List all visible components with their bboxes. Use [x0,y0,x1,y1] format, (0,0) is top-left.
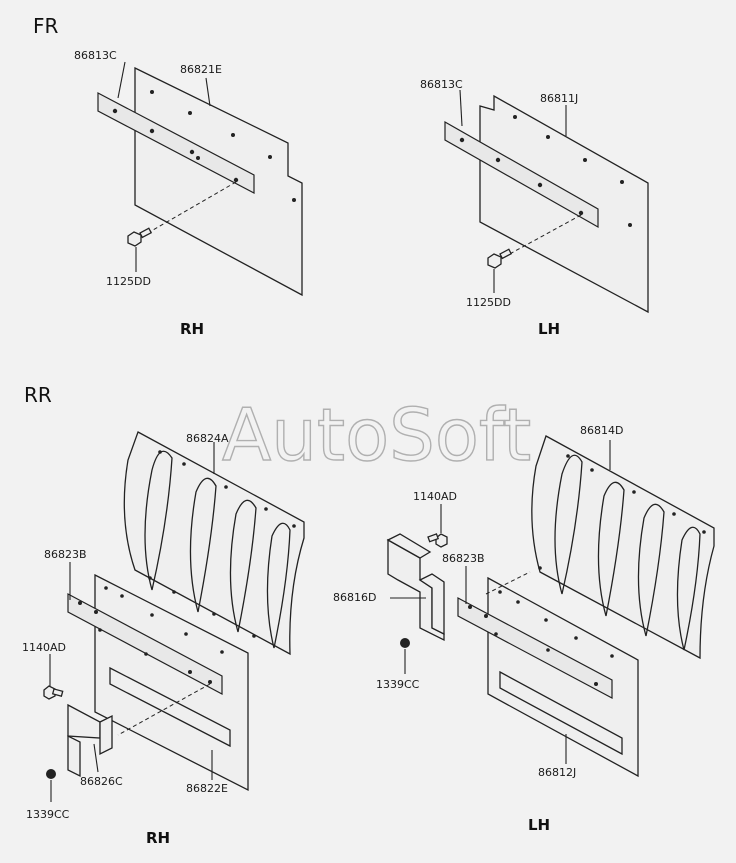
rr-lh-side-label: LH [528,816,550,834]
front-lh-assembly: 86813C 86811J 1125DD LH [420,78,649,338]
fr-rh-bolt-label: 1125DD [106,275,151,288]
rr-rh-mounting-strip [67,593,223,695]
fr-lh-strip-holes [459,137,584,216]
rr-rh-plate-label: 86822E [186,782,228,795]
fr-lh-side-label: LH [538,320,560,338]
rr-lh-nut-icon [400,638,410,648]
rr-rh-bracket-label: 86826C [80,775,123,788]
rr-lh-flap-ribs [554,454,701,651]
rr-lh-plate-label: 86812J [538,766,576,779]
fr-rh-strip-holes [112,108,239,183]
fr-rh-mud-flap [134,66,303,297]
fr-rh-flap-label: 86821E [180,63,222,76]
section-front-title: FR [33,14,59,38]
rr-lh-flap-holes [538,454,706,570]
rr-lh-bracket [386,533,445,642]
rr-rh-nut-icon [46,769,56,779]
rr-rh-strip-holes [78,601,212,684]
fr-lh-bolt-icon [487,248,513,269]
watermark: AutoSoft [222,393,531,477]
fr-lh-bolt-label: 1125DD [466,296,511,309]
rr-rh-flap-label: 86824A [186,432,229,445]
fr-lh-flap-holes [513,115,632,227]
rr-lh-plate-holes [494,590,614,658]
rr-lh-strip-label: 86823B [442,552,485,565]
rr-lh-bolt-label: 1140AD [413,490,457,503]
rr-rh-flap-holes [148,450,296,638]
rr-rh-plate-slot [109,666,231,748]
rr-lh-bolt-icon [427,533,448,548]
fr-lh-flap-label: 86811J [540,92,578,105]
rr-rh-nut-label: 1339CC [26,808,70,821]
rr-lh-mounting-strip [457,597,613,699]
rr-rh-bolt-label: 1140AD [22,641,66,654]
fr-rh-bolt-icon [127,227,153,247]
fr-lh-mounting-strip [444,120,599,229]
rr-lh-mud-flap [531,435,715,660]
fr-rh-strip-label: 86813C [74,49,117,62]
rr-lh-plate-slot [499,670,623,756]
rr-rh-bracket [67,703,113,778]
rr-rh-bolt-icon [43,685,64,700]
fr-rh-side-label: RH [180,320,204,338]
rear-lh-assembly: 86814D 1140AD 86823B 86816D 1339CC 86812… [333,424,715,834]
section-rear-title: RR [24,383,52,407]
rr-lh-flap-label: 86814D [580,424,623,437]
rr-lh-strip-holes [468,605,598,686]
rr-rh-strip-label: 86823B [44,548,87,561]
rr-rh-plate-holes [98,586,224,656]
rr-lh-nut-label: 1339CC [376,678,420,691]
rr-lh-bracket-label: 86816D [333,591,376,604]
fr-rh-mounting-strip [97,92,255,194]
fr-rh-flap-holes [150,90,296,202]
rear-rh-assembly: 86824A 86823B 1140AD 86826C 86822E 1339C… [22,431,305,847]
rr-rh-flap-ribs [144,450,291,649]
fr-lh-strip-label: 86813C [420,78,463,91]
front-rh-assembly: 86813C 86821E 1125DD RH [74,49,303,338]
rr-rh-side-label: RH [146,829,170,847]
